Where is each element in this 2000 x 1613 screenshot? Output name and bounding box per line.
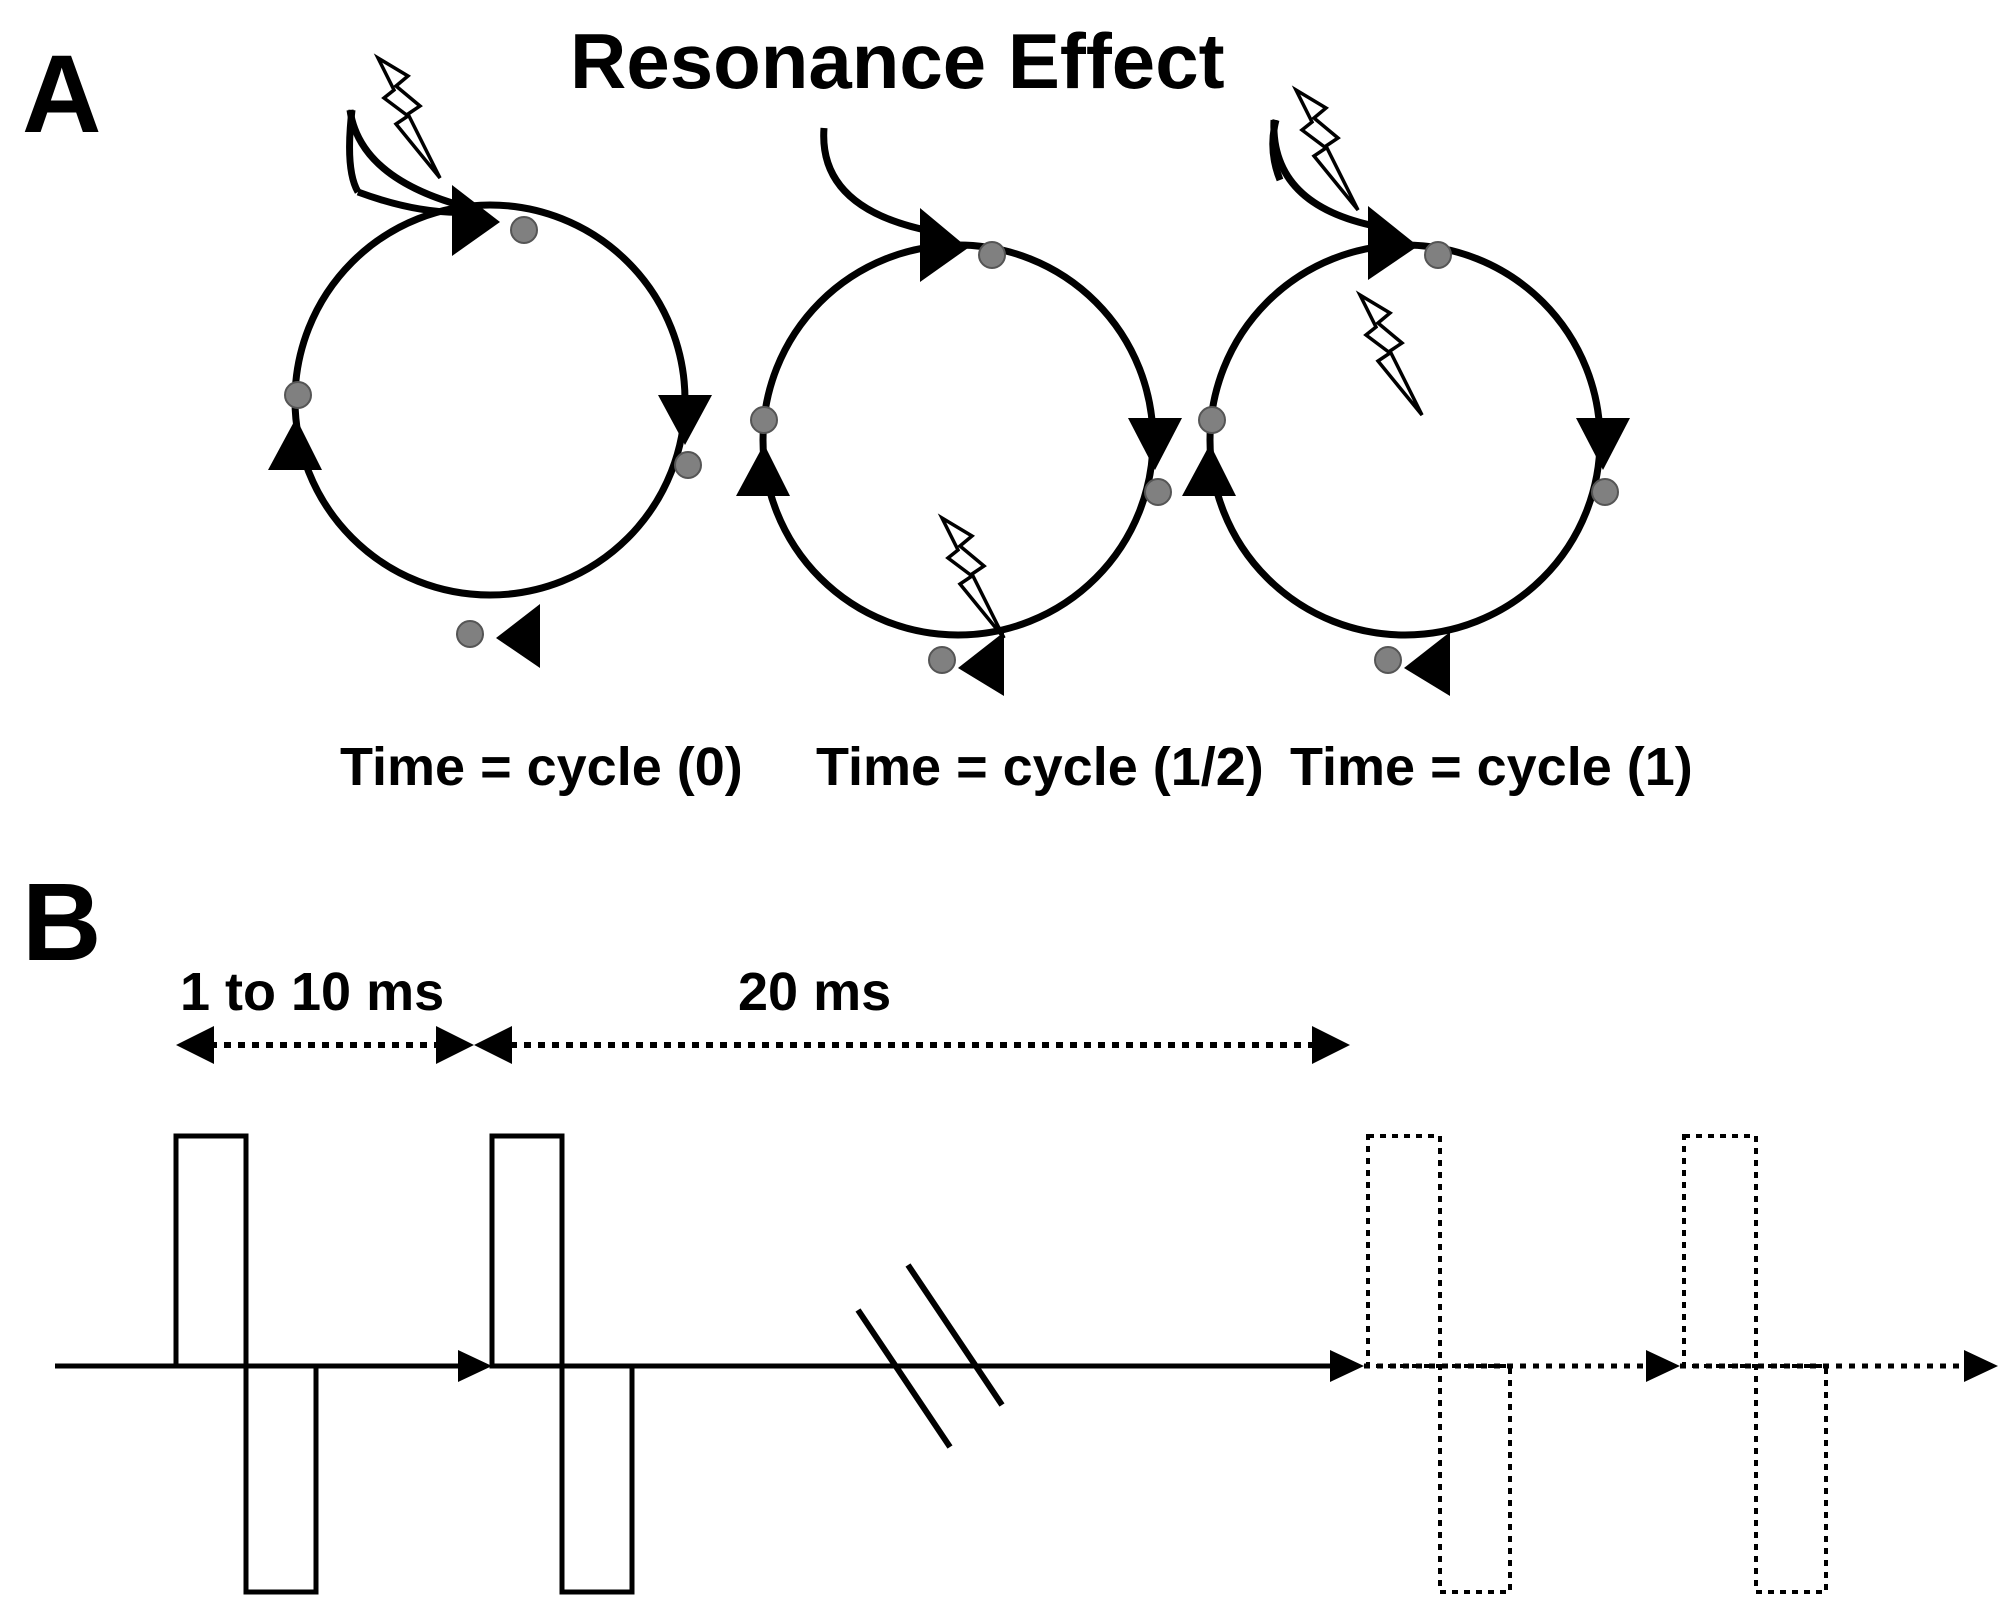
arrow-top [452, 185, 500, 256]
node [928, 646, 956, 674]
arrow-bottom [958, 632, 1004, 696]
pulse-dotted-1 [1366, 1134, 1512, 1594]
node [456, 620, 484, 648]
pulse-dotted-2 [1682, 1134, 1828, 1594]
node [978, 241, 1006, 269]
axis-break-mark [855, 1263, 1005, 1449]
arrow-bottom [496, 604, 540, 668]
caption-cycle-0: Time = cycle (0) [340, 737, 743, 797]
interval-long-arrow [474, 1026, 1350, 1064]
input-pathway [820, 127, 936, 236]
arrow-left [268, 418, 322, 470]
pulse-solid-1 [173, 1133, 319, 1595]
arrow-top [1368, 206, 1418, 280]
node [674, 451, 702, 479]
arrow-left [736, 444, 790, 496]
cycle-circle-1 [1182, 88, 1630, 696]
node [1144, 478, 1172, 506]
pulse-solid-2 [489, 1133, 635, 1595]
lightning-bolt-icon [940, 516, 1006, 640]
node [510, 216, 538, 244]
interval-short-arrow [176, 1026, 474, 1064]
arrow-right [658, 395, 712, 445]
lightning-bolt-icon [1358, 293, 1424, 417]
interval-short-label: 1 to 10 ms [180, 962, 444, 1022]
arrow-left [1182, 444, 1236, 496]
node [1591, 478, 1619, 506]
node [1198, 406, 1226, 434]
node [750, 406, 778, 434]
panel-a-letter: A [22, 33, 101, 156]
arrow-bottom [1404, 632, 1450, 696]
caption-cycle-1: Time = cycle (1) [1290, 737, 1693, 797]
arrow-right [1128, 418, 1182, 470]
node [284, 381, 312, 409]
caption-cycle-half: Time = cycle (1/2) [816, 737, 1264, 797]
diagram-title: Resonance Effect [570, 17, 1225, 105]
cycle-circle-half [736, 127, 1182, 696]
interval-long-label: 20 ms [738, 962, 891, 1022]
node [1374, 646, 1402, 674]
time-axis-dotted [1364, 1350, 1998, 1382]
panel-b-letter: B [22, 861, 101, 984]
lightning-bolt-icon [376, 56, 442, 180]
node [1424, 241, 1452, 269]
arrow-right [1576, 418, 1630, 470]
cycle-circle-0 [268, 56, 712, 668]
arrow-top [920, 208, 968, 282]
